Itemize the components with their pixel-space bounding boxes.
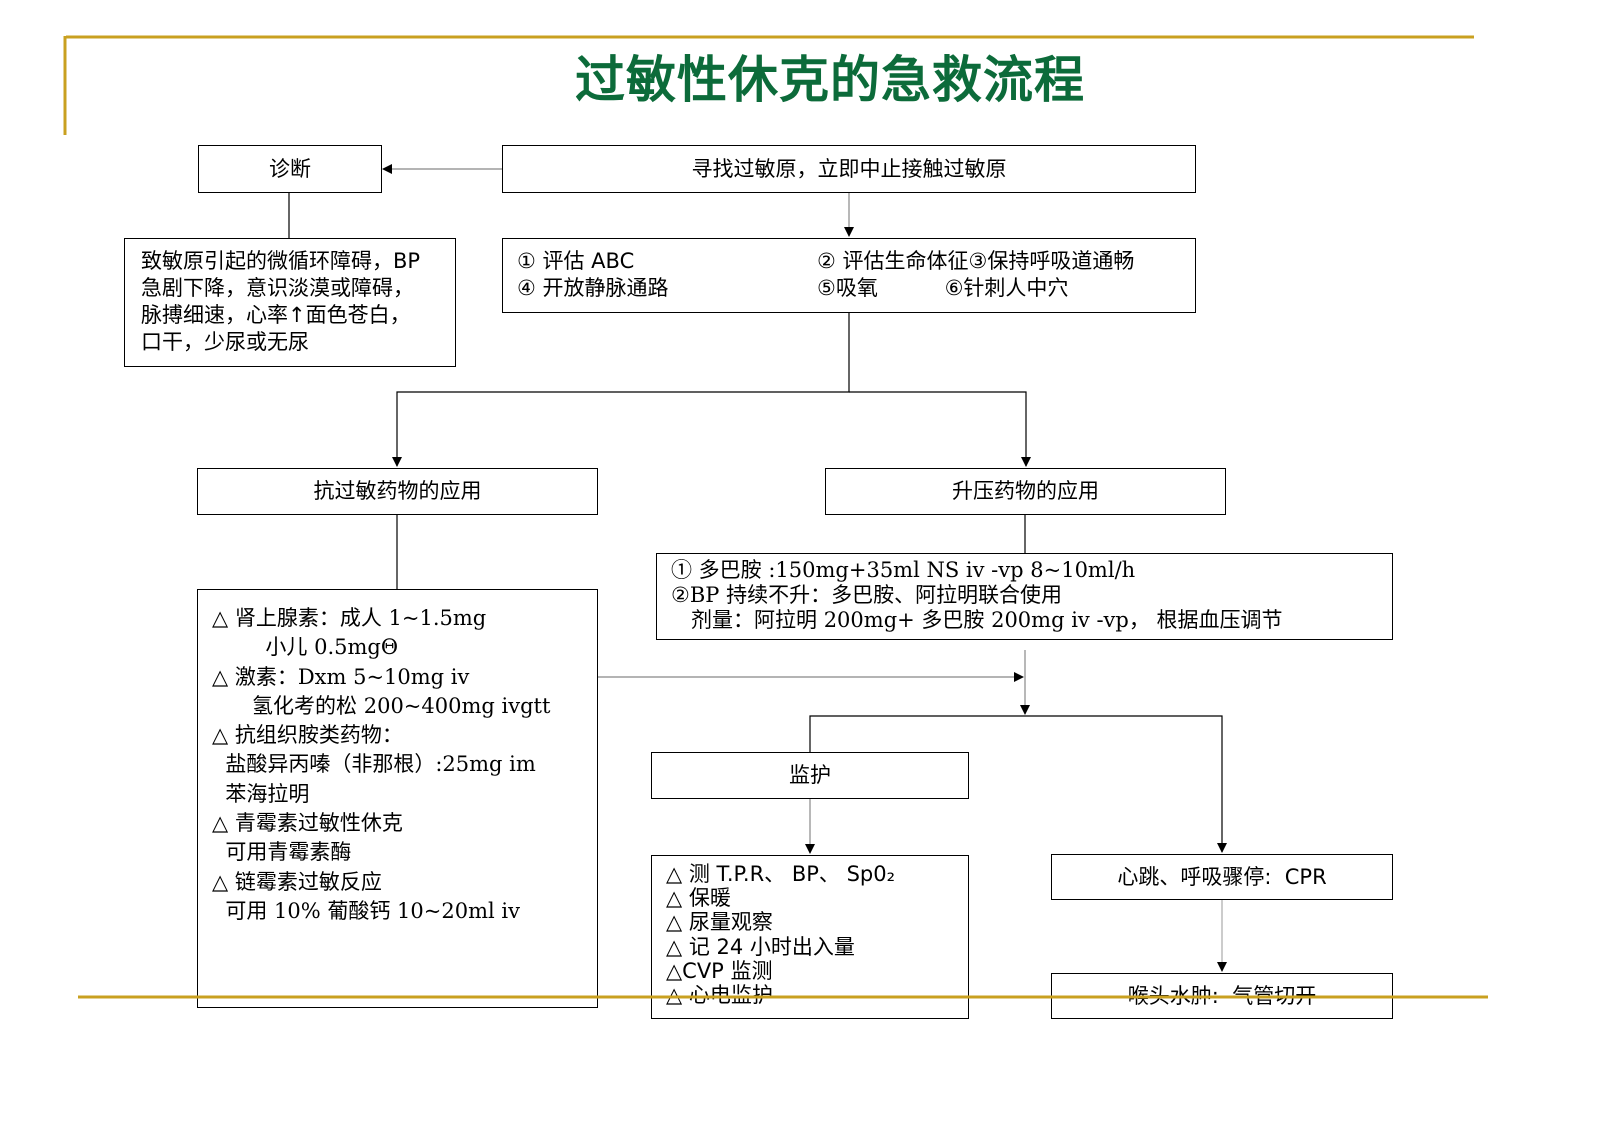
first-aid-item: ① 评估 ABC bbox=[517, 249, 635, 273]
arrow-to-antiallergy bbox=[392, 313, 850, 467]
vasopressor-label: 升压药物的应用 bbox=[952, 479, 1099, 503]
monitor-detail-line: △CVP 监测 bbox=[666, 958, 773, 983]
arrow-to-cardiac-arrest bbox=[809, 715, 1227, 853]
antiallergy-detail-line: △ 激素：Dxm 5~10mg iv bbox=[212, 664, 470, 689]
monitor-detail-line: △ 测 T.P.R、 BP、 Sp0₂ bbox=[666, 862, 896, 886]
antiallergy-detail-line: △ 链霉素过敏反应 bbox=[212, 869, 382, 894]
monitor-detail-line: △ 心电监护 bbox=[666, 983, 773, 1008]
diagnosis-detail-line: 急剧下降，意识淡漠或障碍， bbox=[141, 276, 414, 300]
vasopressor-detail-line: 剂量：阿拉明 200mg+ 多巴胺 200mg iv -vp， 根据血压调节 bbox=[671, 608, 1283, 632]
first-aid-item: ④ 开放静脉通路 bbox=[517, 276, 669, 300]
arrow-to-vasopressor bbox=[849, 391, 1031, 467]
diagnosis-detail-box: 致敏原引起的微循环障碍，BP 急剧下降，意识淡漠或障碍， 脉搏细速，心率↑面色苍… bbox=[124, 238, 456, 367]
cardiac-arrest-box: 心跳、呼吸骤停: CPR bbox=[1051, 854, 1393, 900]
antiallergy-detail-line: 可用青霉素酶 bbox=[212, 840, 352, 865]
antiallergy-detail-line: △ 抗组织胺类药物： bbox=[212, 723, 403, 748]
monitor-box: 监护 bbox=[651, 752, 969, 799]
monitor-detail-box: △ 测 T.P.R、 BP、 Sp0₂ △ 保暖 △ 尿量观察 △ 记 24 小… bbox=[651, 855, 969, 1019]
diagnosis-detail-line: 口干，少尿或无尿 bbox=[141, 330, 309, 354]
find-allergen-label: 寻找过敏原，立即中止接触过敏原 bbox=[691, 156, 1007, 181]
antiallergy-detail-box: △ 肾上腺素：成人 1~1.5mg 小儿 0.5mgΘ △ 激素：Dxm 5~1… bbox=[197, 589, 598, 1008]
antiallergy-label: 抗过敏药物的应用 bbox=[313, 479, 482, 503]
vasopressor-detail-line: ②BP 持续不升：多巴胺、阿拉明联合使用 bbox=[671, 583, 1063, 607]
diagnosis-detail-line: 致敏原引起的微循环障碍，BP bbox=[141, 249, 421, 273]
monitor-label: 监护 bbox=[789, 763, 831, 787]
monitor-detail-line: △ 记 24 小时出入量 bbox=[666, 934, 855, 959]
vasopressor-detail-line: ① 多巴胺 :150mg+35ml NS iv -vp 8~10ml/h bbox=[671, 558, 1136, 582]
antiallergy-detail-line: 盐酸异丙嗪（非那根）:25mg im bbox=[212, 752, 536, 777]
antiallergy-detail-line: 氢化考的松 200~400mg ivgtt bbox=[212, 693, 551, 718]
monitor-detail-line: △ 保暖 bbox=[666, 886, 731, 911]
diagnosis-box: 诊断 bbox=[198, 145, 382, 193]
diagnosis-detail-line: 脉搏细速，心率↑面色苍白， bbox=[141, 303, 411, 327]
monitor-detail-line: △ 尿量观察 bbox=[666, 910, 773, 935]
antiallergy-box: 抗过敏药物的应用 bbox=[197, 468, 598, 515]
first-aid-box: ① 评估 ABC ② 评估生命体征③保持呼吸道通畅 ④ 开放静脉通路 ⑤吸氧 ⑥… bbox=[502, 238, 1196, 313]
cardiac-arrest-label: 心跳、呼吸骤停: CPR bbox=[1117, 864, 1327, 889]
first-aid-item: ② 评估生命体征③保持呼吸道通畅 bbox=[817, 249, 1135, 273]
first-aid-item: ⑤吸氧 ⑥针刺人中穴 bbox=[817, 276, 1069, 300]
antiallergy-detail-line: △ 青霉素过敏性休克 bbox=[212, 811, 403, 836]
vasopressor-box: 升压药物的应用 bbox=[825, 468, 1226, 515]
find-allergen-box: 寻找过敏原，立即中止接触过敏原 bbox=[502, 145, 1196, 193]
antiallergy-detail-line: 可用 10% 葡酸钙 10~20ml iv bbox=[212, 898, 520, 923]
antiallergy-detail-line: △ 肾上腺素：成人 1~1.5mg bbox=[212, 606, 487, 630]
diagnosis-label: 诊断 bbox=[269, 156, 311, 181]
antiallergy-detail-line: 小儿 0.5mgΘ bbox=[212, 635, 399, 660]
page-title: 过敏性休克的急救流程 bbox=[575, 51, 1085, 109]
vasopressor-detail-box: ① 多巴胺 :150mg+35ml NS iv -vp 8~10ml/h ②BP… bbox=[656, 553, 1393, 640]
antiallergy-detail-line: 苯海拉明 bbox=[212, 781, 310, 806]
